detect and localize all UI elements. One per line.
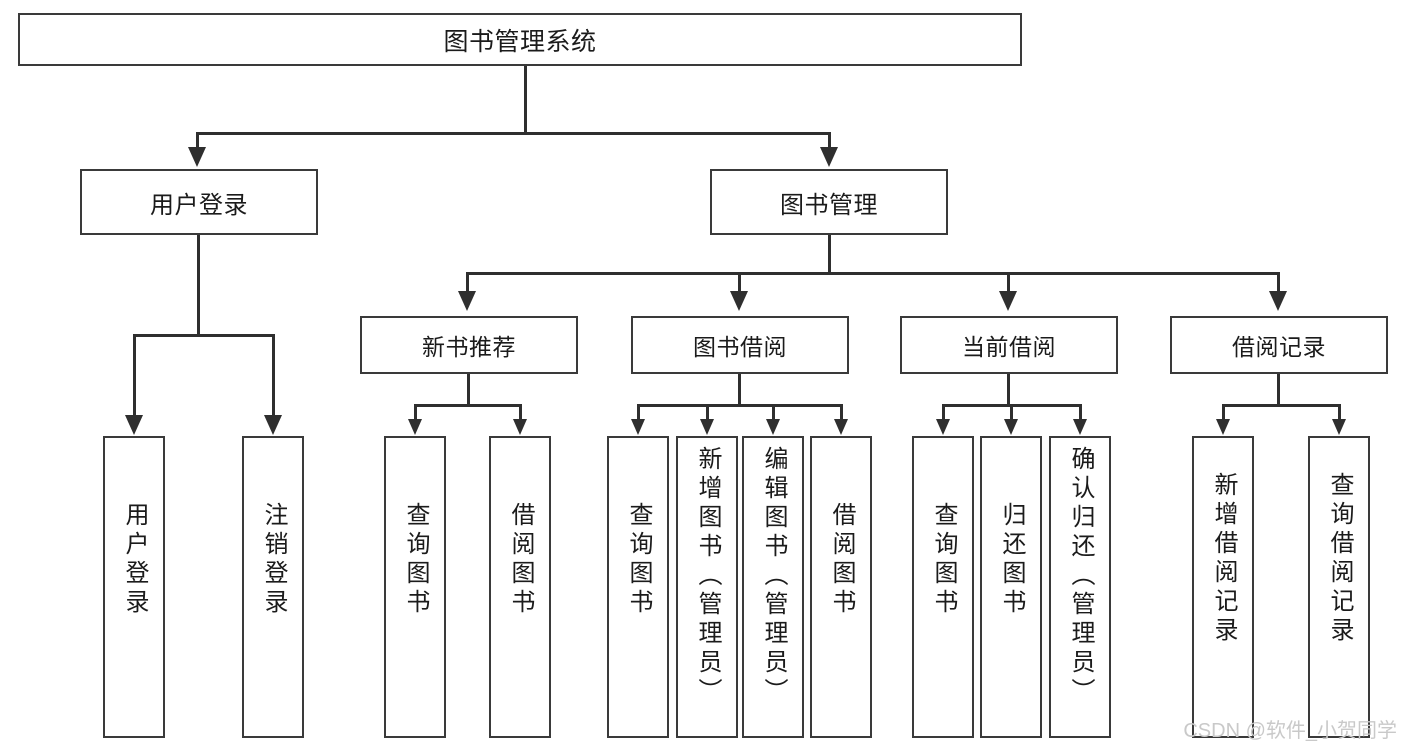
connector-borrow-record-bar (1222, 404, 1340, 407)
connector-to-new-book (466, 272, 469, 294)
arrowhead-borrow-record (1269, 291, 1287, 311)
connector-cb-leaf-2 (1010, 404, 1013, 420)
leaf-label: 查询图书 (930, 502, 957, 618)
node-label: 用户登录 (150, 191, 248, 219)
leaf-label: 新增图书（管理员） (694, 446, 721, 707)
node-label: 图书管理系统 (443, 27, 597, 56)
node-label: 当前借阅 (962, 334, 1056, 360)
node-current-borrow[interactable]: 当前借阅 (900, 316, 1118, 374)
node-new-book-recommend[interactable]: 新书推荐 (360, 316, 578, 374)
node-borrow-record[interactable]: 借阅记录 (1170, 316, 1388, 374)
connector-root-to-user-login (196, 132, 199, 150)
connector-book-mgmt-bar (466, 272, 1280, 275)
node-label: 新书推荐 (422, 334, 516, 360)
leaf-br-query-record[interactable]: 查询借阅记录 (1308, 436, 1370, 738)
arrowhead-bb-leaf-4 (834, 419, 848, 435)
connector-root-stem (524, 66, 527, 134)
connector-cb-leaf-3 (1079, 404, 1082, 420)
connector-root-bar (196, 132, 830, 135)
arrowhead-current-borrow (999, 291, 1017, 311)
connector-bb-leaf-4 (840, 404, 843, 420)
leaf-label: 借阅图书 (828, 502, 855, 618)
arrowhead-bb-leaf-3 (766, 419, 780, 435)
arrowhead-leaf-logout (264, 415, 282, 435)
connector-user-login-to-leaf-1 (133, 334, 136, 420)
leaf-br-add-record[interactable]: 新增借阅记录 (1192, 436, 1254, 738)
connector-bb-leaf-1 (637, 404, 640, 420)
arrowhead-cb-leaf-3 (1073, 419, 1087, 435)
leaf-label: 查询借阅记录 (1326, 472, 1353, 646)
connector-borrow-record-stem (1277, 374, 1280, 406)
connector-new-book-stem (467, 374, 470, 406)
arrowhead-br-leaf-2 (1332, 419, 1346, 435)
connector-current-borrow-stem (1007, 374, 1010, 406)
node-book-borrow[interactable]: 图书借阅 (631, 316, 849, 374)
arrowhead-user-login (188, 147, 206, 167)
arrowhead-leaf-user-login (125, 415, 143, 435)
node-label: 图书管理 (780, 191, 878, 219)
connector-book-borrow-stem (738, 374, 741, 406)
arrowhead-book-borrow (730, 291, 748, 311)
leaf-label: 借阅图书 (507, 502, 534, 618)
leaf-label: 查询图书 (402, 502, 429, 618)
connector-br-leaf-2 (1338, 404, 1341, 420)
connector-root-to-book-mgmt (828, 132, 831, 150)
leaf-label: 用户登录 (121, 502, 148, 618)
connector-new-book-leaf-1 (414, 404, 417, 420)
leaf-cb-query-book[interactable]: 查询图书 (912, 436, 974, 738)
arrowhead-nb-leaf-1 (408, 419, 422, 435)
connector-user-login-to-leaf-2 (272, 334, 275, 420)
connector-user-login-stem (197, 235, 200, 336)
arrowhead-cb-leaf-2 (1004, 419, 1018, 435)
node-label: 借阅记录 (1232, 334, 1326, 360)
connector-br-leaf-1 (1222, 404, 1225, 420)
arrowhead-new-book (458, 291, 476, 311)
connector-new-book-leaf-2 (519, 404, 522, 420)
leaf-nb-query-book[interactable]: 查询图书 (384, 436, 446, 738)
leaf-label: 归还图书 (998, 502, 1025, 618)
leaf-nb-borrow-book[interactable]: 借阅图书 (489, 436, 551, 738)
leaf-label: 注销登录 (260, 502, 287, 618)
arrowhead-br-leaf-1 (1216, 419, 1230, 435)
node-user-login[interactable]: 用户登录 (80, 169, 318, 235)
node-root-system[interactable]: 图书管理系统 (18, 13, 1022, 66)
connector-new-book-bar (414, 404, 522, 407)
arrowhead-cb-leaf-1 (936, 419, 950, 435)
connector-book-mgmt-stem (828, 235, 831, 275)
node-book-management[interactable]: 图书管理 (710, 169, 948, 235)
connector-cb-leaf-1 (942, 404, 945, 420)
leaf-user-login[interactable]: 用户登录 (103, 436, 165, 738)
leaf-logout[interactable]: 注销登录 (242, 436, 304, 738)
arrowhead-bb-leaf-2 (700, 419, 714, 435)
leaf-bb-edit-book-admin[interactable]: 编辑图书（管理员） (742, 436, 804, 738)
arrowhead-nb-leaf-2 (513, 419, 527, 435)
connector-to-borrow-record (1277, 272, 1280, 294)
node-label: 图书借阅 (693, 334, 787, 360)
leaf-cb-confirm-return-admin[interactable]: 确认归还（管理员） (1049, 436, 1111, 738)
connector-user-login-bar (133, 334, 275, 337)
leaf-label: 新增借阅记录 (1210, 472, 1237, 646)
leaf-bb-query-book[interactable]: 查询图书 (607, 436, 669, 738)
connector-to-current-borrow (1007, 272, 1010, 294)
leaf-label: 编辑图书（管理员） (760, 446, 787, 707)
connector-book-borrow-bar (637, 404, 843, 407)
connector-to-book-borrow (738, 272, 741, 294)
leaf-label: 查询图书 (625, 502, 652, 618)
connector-bb-leaf-3 (772, 404, 775, 420)
connector-bb-leaf-2 (706, 404, 709, 420)
arrowhead-bb-leaf-1 (631, 419, 645, 435)
leaf-label: 确认归还（管理员） (1067, 446, 1094, 707)
arrowhead-book-mgmt (820, 147, 838, 167)
leaf-cb-return-book[interactable]: 归还图书 (980, 436, 1042, 738)
leaf-bb-add-book-admin[interactable]: 新增图书（管理员） (676, 436, 738, 738)
leaf-bb-borrow-book[interactable]: 借阅图书 (810, 436, 872, 738)
